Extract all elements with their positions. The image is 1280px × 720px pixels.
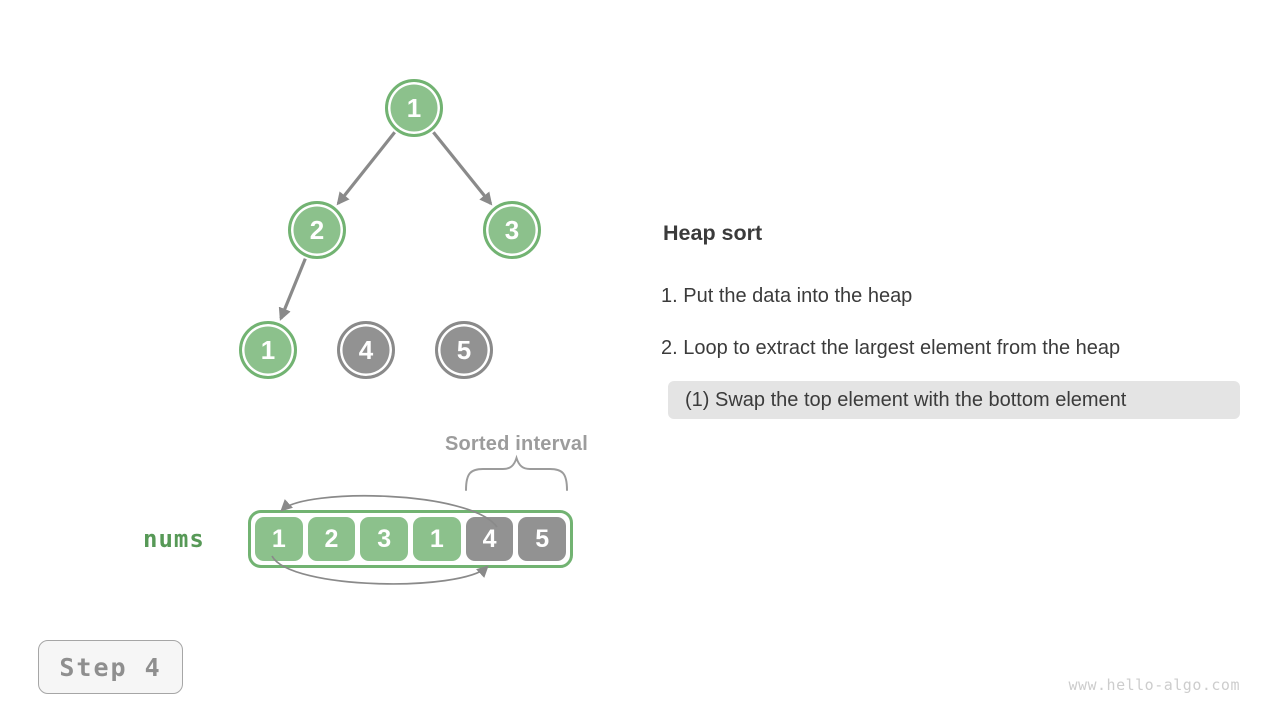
- tree-node-2: 3: [483, 201, 541, 259]
- tree-edge-arrow: [336, 131, 396, 206]
- watermark: www.hello-algo.com: [1068, 676, 1240, 694]
- panel-item-1: 1. Put the data into the heap: [661, 285, 913, 307]
- array-cell-0: 1: [255, 517, 303, 561]
- sorted-interval-label: Sorted interval: [444, 433, 589, 455]
- current-substep-highlight: (1) Swap the top element with the bottom…: [668, 381, 1240, 419]
- tree-node-value: 1: [406, 92, 422, 123]
- tree-node-value: 1: [260, 334, 276, 365]
- array-cell-3: 1: [413, 517, 461, 561]
- tree-node-3: 1: [239, 321, 297, 379]
- array-cell-5: 5: [518, 517, 567, 561]
- array-cell-2: 3: [360, 517, 409, 561]
- tree-node-value: 3: [504, 214, 520, 245]
- tree-edge-arrow: [278, 258, 307, 321]
- tree-node-5: 5: [435, 321, 493, 379]
- panel-item-2: 2. Loop to extract the largest element f…: [661, 337, 1121, 359]
- tree-node-0: 1: [385, 79, 443, 137]
- tree-node-value: 2: [309, 214, 325, 245]
- tree-node-1: 2: [288, 201, 346, 259]
- tree-edge-arrow: [432, 131, 493, 206]
- sorted-interval-brace: [465, 454, 568, 491]
- panel-title: Heap sort: [663, 221, 763, 245]
- array-name-label: nums: [143, 525, 205, 553]
- array-cell-1: 2: [307, 517, 356, 561]
- tree-node-value: 5: [456, 334, 472, 365]
- step-badge: Step 4: [38, 640, 183, 694]
- tree-node-value: 4: [358, 334, 374, 365]
- array-cell-4: 4: [465, 517, 514, 561]
- tree-node-4: 4: [337, 321, 395, 379]
